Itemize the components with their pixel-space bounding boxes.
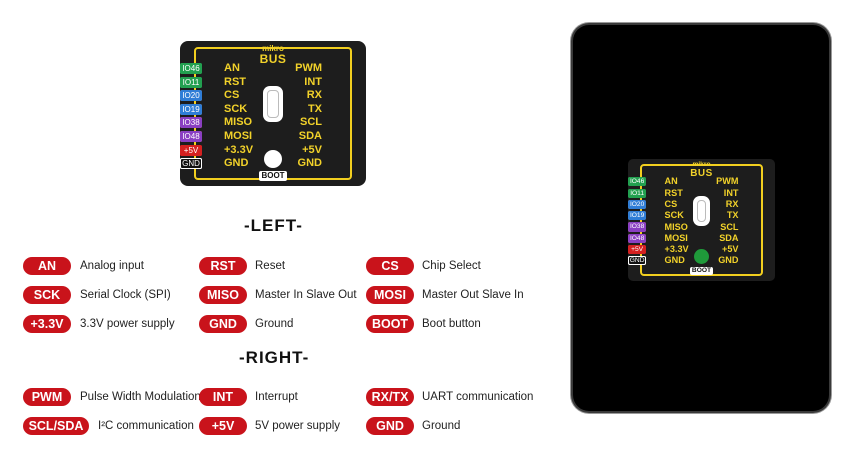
left-section-title: -LEFT- — [244, 216, 303, 235]
large-left-label-6: +3.3V — [224, 143, 254, 156]
device-left-label-1: RST — [664, 187, 683, 198]
right-desc-3: I²C communication — [98, 420, 194, 432]
device-right-pin-4: IO38 — [628, 222, 647, 232]
large-right-label-5: SDA — [298, 130, 322, 142]
device-left-label-7: GND — [664, 255, 685, 266]
right-desc-5: Ground — [422, 420, 461, 432]
left-badge-3: SCK — [23, 286, 71, 304]
large-right-pin-3: IO19 — [180, 103, 202, 115]
left-desc-2: Chip Select — [422, 260, 481, 272]
large-right-pin-0: IO46 — [180, 63, 202, 74]
left-badge-7: GND — [199, 315, 247, 333]
device-right-label-6: +5V — [721, 244, 739, 255]
right-badge-4: +5V — [199, 417, 247, 435]
device-left-label-2: CS — [664, 199, 678, 209]
large-left-label-5: MOSI — [224, 130, 253, 142]
left-badge-0: AN — [23, 257, 71, 275]
large-right-pin-1: IO11 — [180, 76, 202, 88]
left-badge-1: RST — [199, 257, 247, 275]
device-left-label-5: MOSI — [664, 232, 688, 243]
device-boot-label: BOOT — [689, 266, 714, 276]
right-section-title: -RIGHT- — [239, 348, 310, 367]
right-desc-2: UART communication — [422, 391, 534, 403]
large-right-label-6: +5V — [302, 143, 322, 156]
device-right-label-5: SDA — [719, 232, 739, 243]
device-logo-bottom: BUS — [690, 167, 713, 179]
left-desc-3: Serial Clock (SPI) — [80, 289, 171, 301]
large-right-label-0: PWM — [295, 62, 322, 74]
large-logo-bottom: BUS — [259, 52, 287, 66]
right-desc-0: Pulse Width Modulation — [80, 391, 201, 403]
left-desc-6: 3.3V power supply — [80, 318, 175, 330]
large-left-label-4: MISO — [224, 116, 253, 129]
device-right-pin-7: GND — [628, 256, 647, 266]
device-left-label-3: SCK — [664, 210, 684, 221]
left-desc-4: Master In Slave Out — [255, 289, 357, 301]
large-right-pin-6: +5V — [180, 144, 202, 156]
device-right-pin-3: IO19 — [628, 211, 647, 221]
right-desc-4: 5V power supply — [255, 420, 341, 432]
left-badge-4: MISO — [199, 286, 247, 304]
right-badge-0: PWM — [23, 388, 71, 406]
left-badge-6: +3.3V — [23, 315, 71, 333]
left-desc-1: Reset — [255, 260, 286, 272]
device-left-label-6: +3.3V — [664, 244, 689, 255]
device-right-pin-5: IO48 — [628, 233, 647, 243]
mikrobus-board-diagram: IO1IO2IO42IO41IO40IO39+3V3GNDANRSTCSSCKM… — [180, 41, 366, 186]
large-boot-button — [264, 150, 282, 168]
device-usb-port — [693, 196, 710, 227]
device-right-pin-0: IO46 — [628, 177, 647, 187]
large-left-label-1: RST — [224, 75, 246, 88]
left-desc-8: Boot button — [422, 318, 481, 330]
left-badge-8: BOOT — [366, 315, 414, 333]
right-desc-1: Interrupt — [255, 391, 298, 403]
large-logo-top: mikro — [262, 44, 284, 53]
large-left-label-7: GND — [224, 157, 249, 170]
left-desc-0: Analog input — [80, 260, 144, 272]
device-right-pin-1: IO11 — [628, 188, 647, 198]
large-right-pin-7: GND — [180, 158, 202, 170]
large-left-label-0: AN — [224, 62, 240, 74]
device-right-label-3: TX — [726, 210, 739, 221]
large-right-pin-4: IO38 — [180, 117, 202, 129]
large-right-label-2: RX — [306, 89, 322, 102]
large-right-label-7: GND — [297, 157, 322, 170]
device-right-pin-2: IO20 — [628, 199, 647, 209]
left-desc-5: Master Out Slave In — [422, 289, 524, 301]
large-boot-label: BOOT — [259, 171, 287, 181]
large-right-pin-5: IO48 — [180, 131, 202, 142]
left-badge-2: CS — [366, 257, 414, 275]
large-left-label-2: CS — [224, 89, 240, 102]
right-badge-2: RX/TX — [366, 388, 414, 406]
right-badge-5: GND — [366, 417, 414, 435]
device-right-label-4: SCL — [720, 221, 739, 232]
device-logo-top: mikro — [692, 161, 711, 169]
large-left-label-3: SCK — [224, 102, 248, 115]
device-right-pin-6: +5V — [628, 244, 647, 255]
device-right-label-2: RX — [725, 199, 739, 209]
large-right-label-3: TX — [307, 102, 322, 115]
device-left-label-4: MISO — [664, 221, 688, 232]
device-right-label-7: GND — [718, 255, 739, 266]
large-right-label-1: INT — [304, 75, 322, 88]
large-right-pin-2: IO20 — [180, 90, 202, 102]
large-usb-port — [263, 86, 283, 122]
device-boot-button — [694, 249, 709, 265]
left-badge-5: MOSI — [366, 286, 414, 304]
device-photo: IO1IO2IO42IO41IO40IO39+3V3GNDANRSTCSSCKM… — [573, 25, 829, 411]
left-desc-7: Ground — [255, 318, 294, 330]
device-mikrobus-board: IO1IO2IO42IO41IO40IO39+3V3GNDANRSTCSSCKM… — [628, 159, 775, 281]
right-badge-3: SCL/SDA — [23, 417, 89, 435]
right-badge-1: INT — [199, 388, 247, 406]
large-right-label-4: SCL — [300, 116, 322, 129]
device-right-label-1: INT — [723, 187, 739, 198]
device-left-label-0: AN — [664, 176, 678, 187]
device-right-label-0: PWM — [716, 176, 739, 187]
